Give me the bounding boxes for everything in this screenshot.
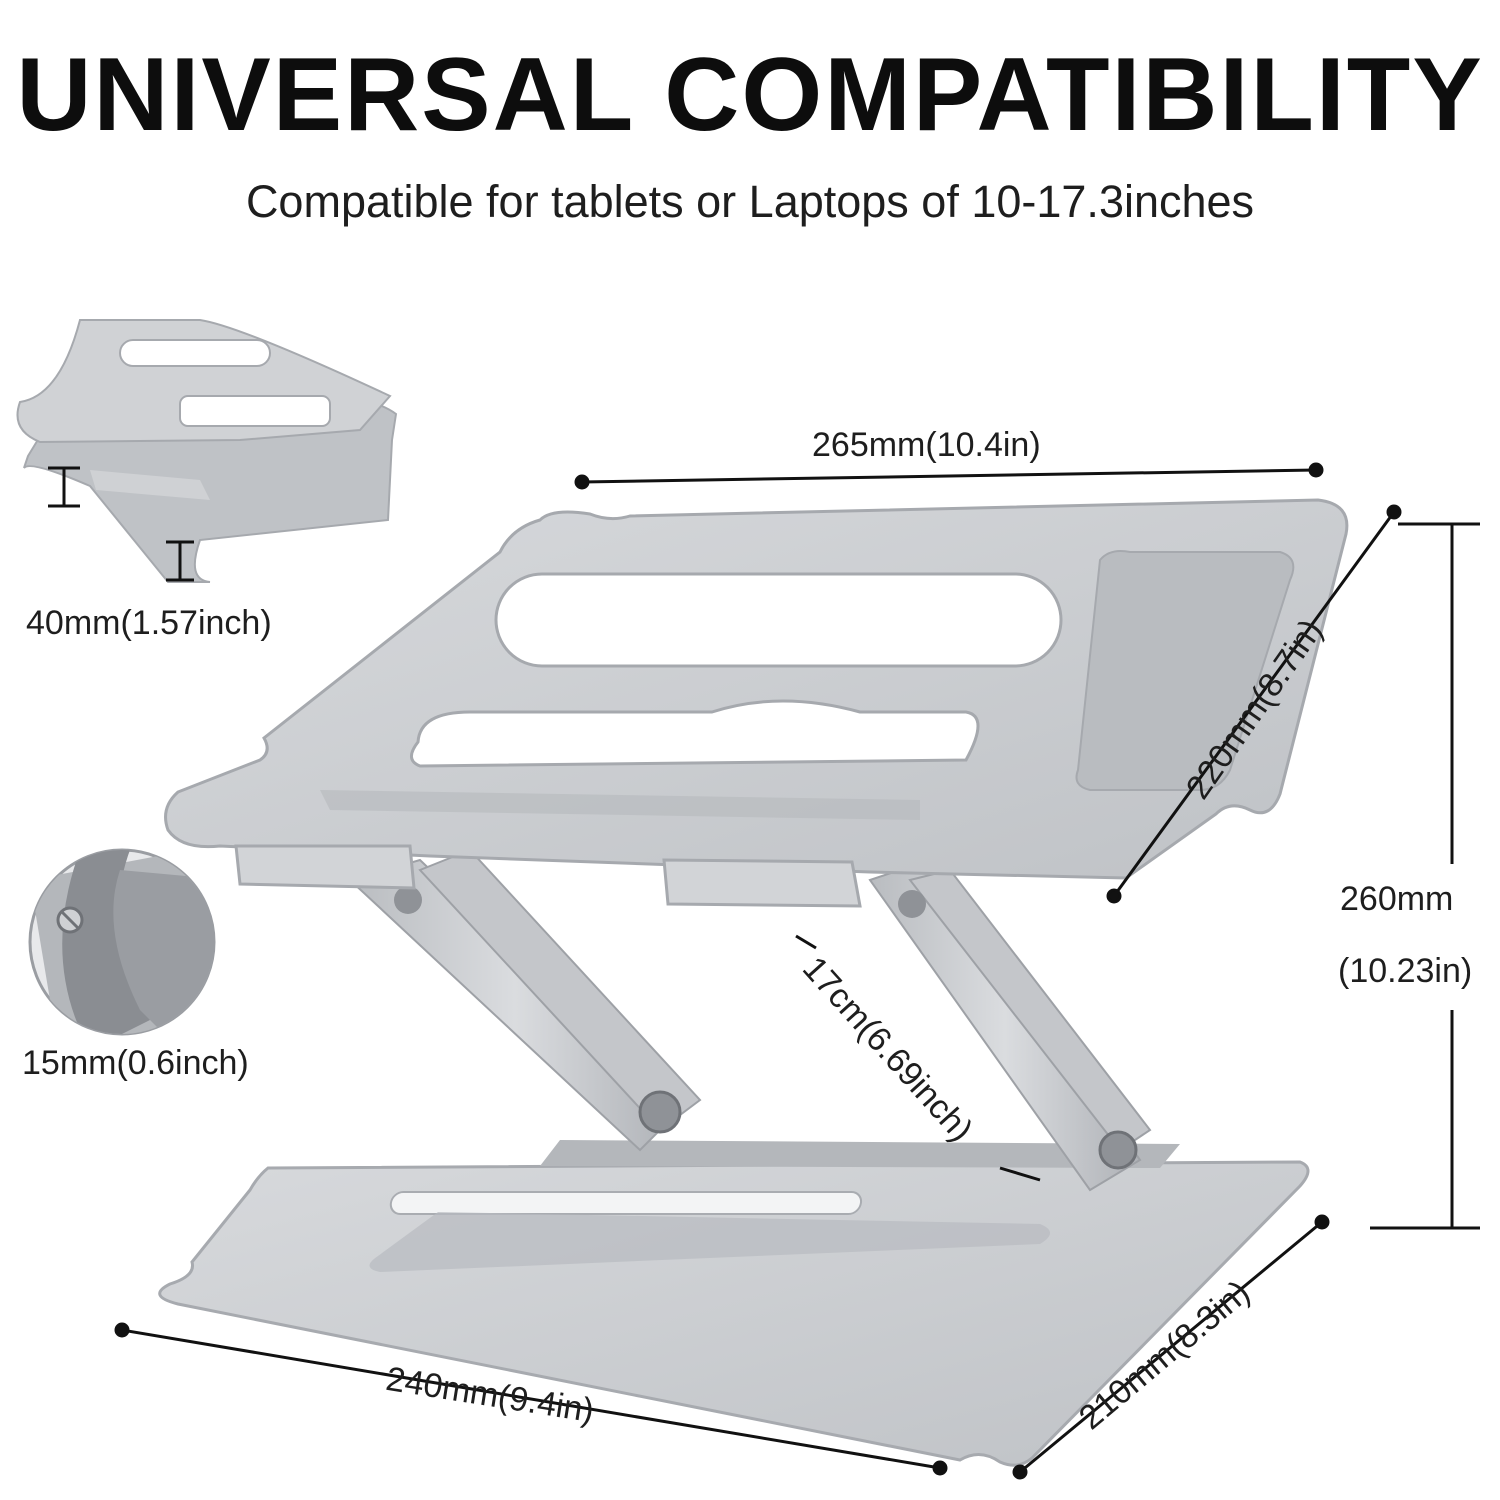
- base-plate: [158, 1140, 1310, 1467]
- hinge-bolt-icon: [898, 890, 926, 918]
- dimension-lines: [48, 462, 1480, 1480]
- subheadline: Compatible for tablets or Laptops of 10-…: [245, 176, 1255, 227]
- headline: UNIVERSAL COMPATIBILITY: [16, 37, 1484, 153]
- hinge-bolt-icon: [1098, 1130, 1138, 1170]
- lip-height-label: 15mm(0.6inch): [22, 1044, 249, 1082]
- total-height-in-label: (10.23in): [1338, 952, 1473, 990]
- top-platform: [164, 498, 1349, 908]
- hinge-bolt-icon: [394, 886, 422, 914]
- lip-detail-zoom: [28, 848, 216, 1036]
- stand-arms: [348, 848, 1152, 1192]
- hinge-bolt-icon: [638, 1090, 682, 1134]
- folded-height-label: 40mm(1.57inch): [26, 604, 272, 642]
- total-height-mm-label: 260mm: [1340, 880, 1454, 918]
- folded-stand-illustration: [16, 319, 398, 583]
- top-width-label: 265mm(10.4in): [812, 426, 1041, 464]
